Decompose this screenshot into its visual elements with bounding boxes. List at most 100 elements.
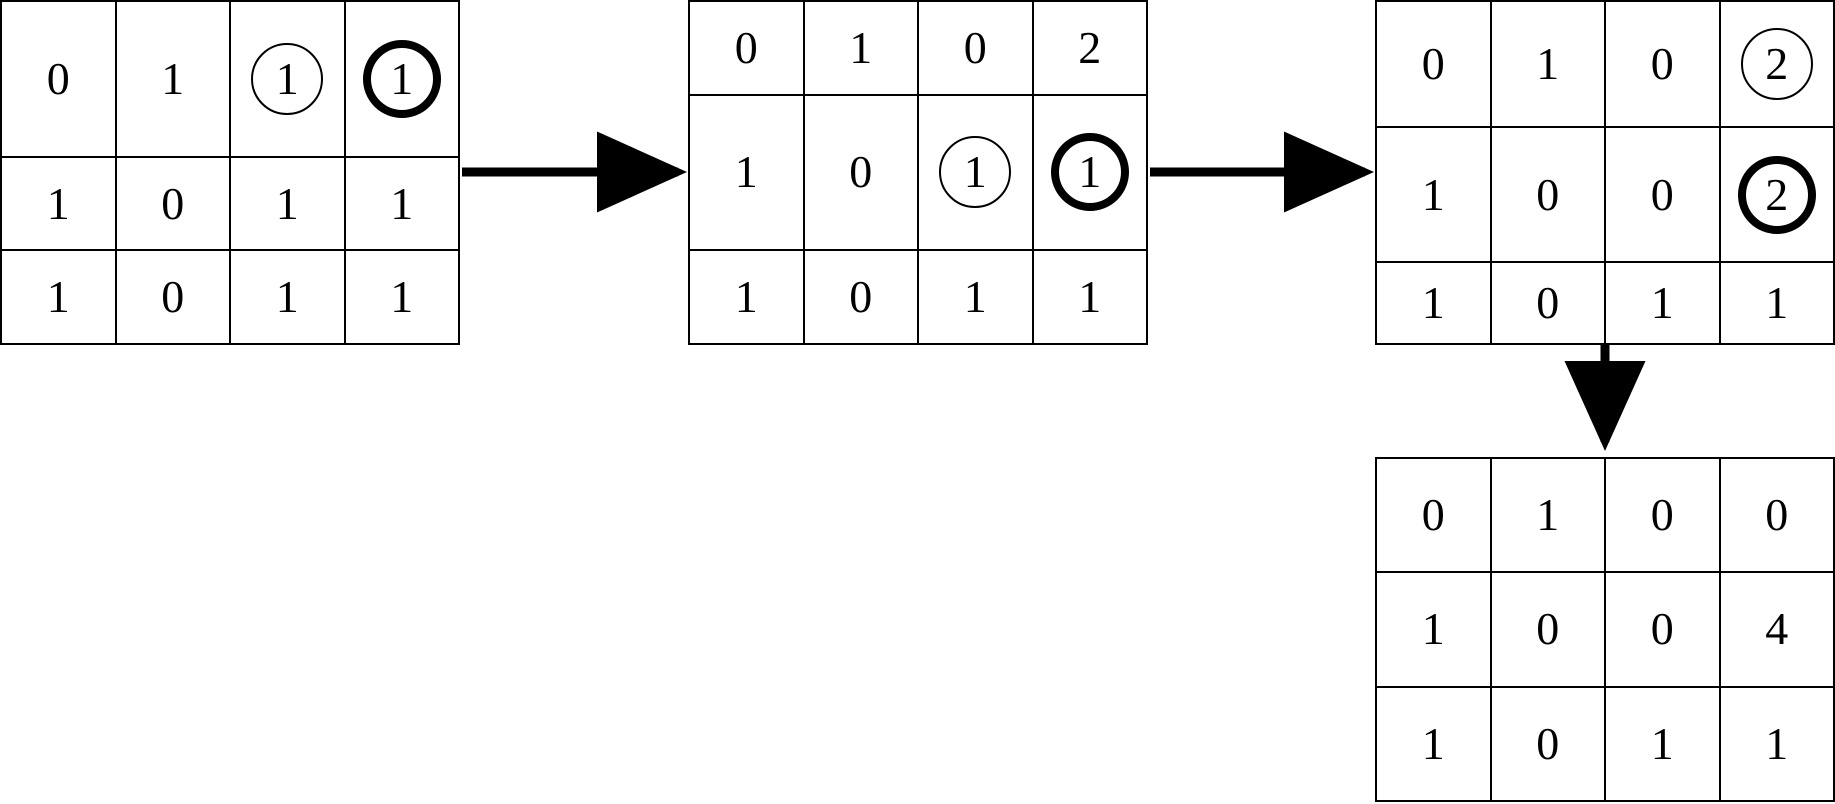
cell-value: 0 — [46, 52, 70, 104]
grid-cell[interactable]: 1 — [1375, 571, 1492, 688]
grid-cell[interactable]: 1 — [1718, 261, 1835, 345]
table-row: 1 0 1 1 — [1375, 261, 1835, 345]
grid-cell[interactable]: 1 — [229, 249, 346, 345]
grid-step-4: 0 1 0 0 1 0 0 4 1 0 1 1 — [1375, 456, 1835, 803]
cell-value: 0 — [161, 177, 185, 229]
grid-cell[interactable]: 2 — [1031, 0, 1148, 96]
cell-value: 1 — [1765, 277, 1789, 329]
grid-step-1: 0 1 1 1 1 0 1 1 1 0 1 1 — [0, 0, 460, 345]
grid-cell[interactable]: 0 — [0, 0, 117, 158]
thin-circle-icon: 1 — [251, 42, 324, 115]
grid-cell[interactable]: 1 — [1489, 456, 1606, 574]
grid-cell[interactable]: 1 — [1375, 261, 1492, 345]
grid-cell[interactable]: 0 — [688, 0, 805, 96]
table-row: 1 0 0 4 — [1375, 571, 1835, 688]
grid-cell[interactable]: 0 — [1604, 456, 1721, 574]
cell-value: 1 — [849, 21, 873, 73]
cell-value: 4 — [1765, 603, 1789, 655]
cell-value: 1 — [963, 271, 987, 323]
grid-cell-circled-thick[interactable]: 1 — [1031, 93, 1148, 252]
thick-circle-icon: 2 — [1737, 155, 1816, 234]
grid-cell[interactable]: 1 — [0, 249, 117, 345]
grid-cell-circled-thin[interactable]: 2 — [1718, 0, 1835, 128]
cell-value: 1 — [1650, 717, 1674, 769]
grid-cell-circled-thick[interactable]: 1 — [343, 0, 460, 158]
table-row: 1 0 1 1 — [688, 249, 1148, 345]
grid-cell-circled-thin[interactable]: 1 — [917, 93, 1034, 252]
cell-value: 1 — [390, 52, 414, 104]
grid-cell[interactable]: 1 — [917, 249, 1034, 345]
grid-cell[interactable]: 0 — [802, 93, 919, 252]
grid-cell[interactable]: 1 — [688, 93, 805, 252]
grid-cell[interactable]: 4 — [1718, 571, 1835, 688]
cell-value: 1 — [1765, 717, 1789, 769]
cell-value: 0 — [849, 146, 873, 198]
cell-value: 1 — [161, 52, 185, 104]
cell-value: 1 — [734, 146, 758, 198]
grid-cell[interactable]: 0 — [114, 249, 231, 345]
cell-value: 0 — [1650, 168, 1674, 220]
cell-value: 0 — [1536, 603, 1560, 655]
cell-value: 1 — [1536, 37, 1560, 89]
cell-value: 1 — [46, 271, 70, 323]
table-row: 1 0 1 1 — [1375, 685, 1835, 803]
cell-value: 0 — [734, 21, 758, 73]
grid-cell[interactable]: 1 — [343, 155, 460, 252]
cell-value: 0 — [1650, 603, 1674, 655]
thick-circle-icon: 1 — [1050, 133, 1129, 212]
cell-value: 1 — [1421, 717, 1445, 769]
cell-value: 1 — [734, 271, 758, 323]
cell-value: 1 — [390, 271, 414, 323]
grid-cell[interactable]: 1 — [688, 249, 805, 345]
grid-cell[interactable]: 1 — [114, 0, 231, 158]
grid-cell[interactable]: 1 — [1718, 685, 1835, 803]
grid-cell[interactable]: 1 — [802, 0, 919, 96]
grid-cell-circled-thick[interactable]: 2 — [1718, 125, 1835, 264]
cell-value: 0 — [963, 21, 987, 73]
grid-cell[interactable]: 0 — [1604, 125, 1721, 264]
grid-cell[interactable]: 0 — [1489, 685, 1606, 803]
grid-cell[interactable]: 0 — [1375, 456, 1492, 574]
grid-step-3: 0 1 0 2 1 0 0 2 1 0 1 1 — [1375, 0, 1835, 345]
grid-cell[interactable]: 1 — [343, 249, 460, 345]
grid-cell[interactable]: 0 — [917, 0, 1034, 96]
table-row: 0 1 0 0 — [1375, 456, 1835, 574]
table-row: 1 0 1 1 — [688, 93, 1148, 252]
grid-cell-circled-thin[interactable]: 1 — [229, 0, 346, 158]
cell-value: 1 — [1078, 146, 1102, 198]
grid-cell[interactable]: 0 — [802, 249, 919, 345]
grid-cell[interactable]: 0 — [1489, 261, 1606, 345]
grid-cell[interactable]: 1 — [1031, 249, 1148, 345]
grid-cell[interactable]: 0 — [1375, 0, 1492, 128]
grid-cell[interactable]: 1 — [1604, 685, 1721, 803]
grid-cell[interactable]: 0 — [1604, 571, 1721, 688]
grid-cell[interactable]: 0 — [1604, 0, 1721, 128]
thick-circle-icon: 1 — [362, 39, 441, 118]
cell-value: 1 — [390, 177, 414, 229]
cell-value: 1 — [963, 146, 987, 198]
cell-value: 0 — [1421, 37, 1445, 89]
cell-value: 0 — [1536, 277, 1560, 329]
grid-cell[interactable]: 1 — [0, 155, 117, 252]
cell-value: 0 — [161, 271, 185, 323]
table-row: 0 1 0 2 — [1375, 0, 1835, 128]
cell-value: 0 — [1536, 168, 1560, 220]
grid-cell[interactable]: 0 — [114, 155, 231, 252]
table-row: 0 1 0 2 — [688, 0, 1148, 96]
cell-value: 0 — [849, 271, 873, 323]
grid-cell[interactable]: 1 — [1604, 261, 1721, 345]
cell-value: 0 — [1650, 489, 1674, 541]
table-row: 1 0 1 1 — [0, 249, 460, 345]
table-row: 1 0 0 2 — [1375, 125, 1835, 264]
cell-value: 1 — [1421, 603, 1445, 655]
grid-cell[interactable]: 0 — [1489, 571, 1606, 688]
grid-cell[interactable]: 0 — [1489, 125, 1606, 264]
grid-cell[interactable]: 1 — [1489, 0, 1606, 128]
cell-value: 2 — [1078, 21, 1102, 73]
grid-cell[interactable]: 0 — [1718, 456, 1835, 574]
grid-cell[interactable]: 1 — [229, 155, 346, 252]
grid-cell[interactable]: 1 — [1375, 685, 1492, 803]
grid-cell[interactable]: 1 — [1375, 125, 1492, 264]
cell-value: 1 — [275, 52, 299, 104]
